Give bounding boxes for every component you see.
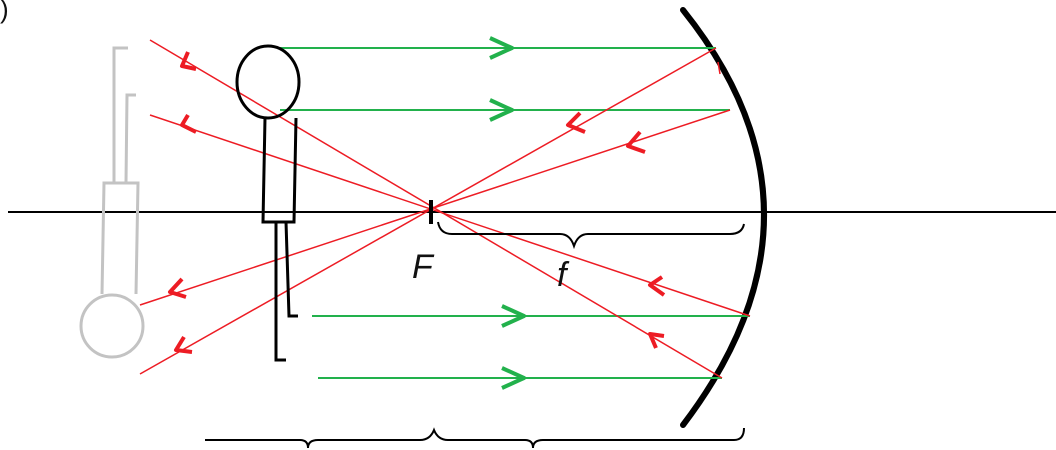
arrow-right-3 (501, 304, 526, 328)
object-legs (274, 221, 298, 362)
reflected-ray-4 (149, 39, 723, 379)
arrow-left-4 (648, 332, 665, 349)
concave-mirror (680, 7, 767, 428)
image-body (100, 181, 140, 295)
arrow-left-5 (180, 51, 197, 71)
arrow-left-7 (168, 277, 187, 299)
reflected-ray-3 (149, 114, 751, 317)
image-figure (79, 46, 145, 359)
image-legs (112, 46, 136, 184)
reflected-rays (139, 39, 751, 379)
incident-rays (280, 36, 750, 390)
image-head (79, 293, 145, 359)
object-head (235, 44, 301, 120)
focal-length-brace (437, 221, 745, 250)
focal-length-label: f (557, 256, 570, 294)
focal-point-label: F (412, 248, 435, 286)
corner-label: ) (0, 0, 9, 24)
arrow-left-3 (648, 275, 666, 297)
arrow-right-1 (489, 36, 514, 60)
arrow-left-8 (174, 335, 193, 354)
arrow-right-2 (489, 98, 514, 122)
mirror-tick (717, 61, 721, 75)
arrow-right-4 (501, 366, 526, 390)
reflected-ray-2 (139, 109, 731, 306)
arrow-left-6 (180, 113, 197, 134)
arrow-left-1 (566, 111, 586, 134)
object-body (261, 117, 298, 224)
arrow-left-2 (626, 130, 646, 154)
object-figure (235, 44, 301, 362)
reflected-ray-1 (139, 47, 717, 375)
bottom-brace (205, 427, 745, 449)
